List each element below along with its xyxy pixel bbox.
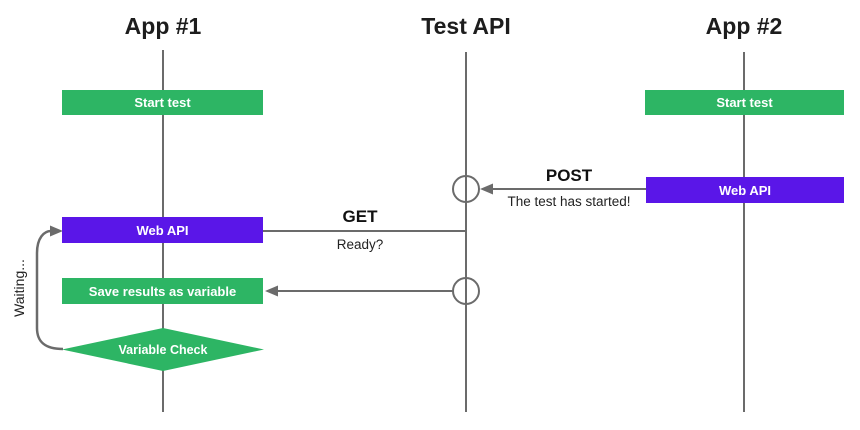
waiting-loop-path bbox=[35, 229, 64, 351]
node-app2-web-api: Web API bbox=[646, 177, 844, 203]
node-app1-web-api: Web API bbox=[62, 217, 263, 243]
waiting-arrowhead-icon bbox=[50, 225, 63, 237]
post-message-label: POST bbox=[545, 166, 593, 185]
node-app2-start-test: Start test bbox=[645, 90, 844, 115]
post-message-note: The test has started! bbox=[507, 194, 631, 209]
testapi-connector-circle-top bbox=[452, 175, 480, 203]
post-arrowhead-icon bbox=[480, 183, 493, 195]
lane-header-app1: App #1 bbox=[124, 13, 202, 39]
waiting-label: Waiting... bbox=[11, 259, 27, 317]
response-arrowhead-icon bbox=[265, 285, 278, 297]
lane-header-app2: App #2 bbox=[705, 13, 783, 39]
get-message-label: GET bbox=[342, 207, 378, 226]
node-app1-save-results: Save results as variable bbox=[62, 278, 263, 304]
lane-header-testapi: Test API bbox=[421, 13, 511, 39]
get-message-note: Ready? bbox=[336, 237, 384, 252]
node-app1-start-test: Start test bbox=[62, 90, 263, 115]
